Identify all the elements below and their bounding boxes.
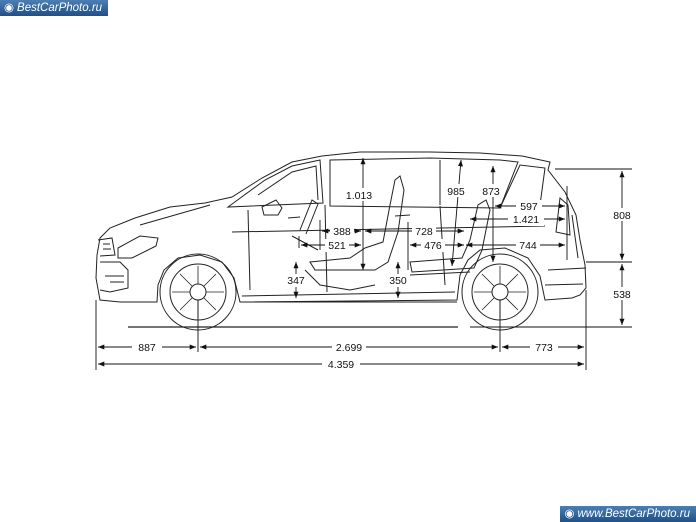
camera-icon: ◉ <box>4 2 15 14</box>
label-front-seat-depth: 521 <box>328 240 346 252</box>
watermark-top-text: BestCarPhoto.ru <box>17 2 103 14</box>
label-front-seat-to-pedal: 388 <box>333 226 351 238</box>
rear-window <box>329 157 519 209</box>
label-rear-legroom: 728 <box>415 226 433 238</box>
label-cargo-length-seat-back: 1.421 <box>513 214 539 226</box>
label-rear-seat-depth: 476 <box>424 240 442 252</box>
front-window <box>226 159 324 208</box>
side-mirror <box>261 199 283 216</box>
label-front-headroom: 1.013 <box>346 190 372 202</box>
label-overall-length: 4.359 <box>328 359 354 371</box>
watermark-bottom: ◉www.BestCarPhoto.ru <box>560 506 696 522</box>
label-rear-seat-height: 350 <box>389 275 407 287</box>
watermark-bottom-text: www.BestCarPhoto.ru <box>577 508 691 520</box>
label-front-overhang: 887 <box>138 342 156 354</box>
dimension-labels: 887 2.699 773 4.359 808 538 1.013 985 87… <box>132 184 636 371</box>
rear-seat <box>409 199 491 273</box>
label-wheel-centre-height: 538 <box>613 289 631 301</box>
label-body-height: 808 <box>613 210 631 222</box>
label-rear-overhang: 773 <box>535 342 553 354</box>
label-cargo-floor-length: 744 <box>519 240 537 252</box>
watermark-top: ◉BestCarPhoto.ru <box>0 0 109 16</box>
label-wheelbase: 2.699 <box>336 342 362 354</box>
label-front-seat-height: 347 <box>287 275 305 287</box>
rear-wheel <box>461 253 539 331</box>
camera-icon: ◉ <box>564 508 575 520</box>
label-rear-headroom: 985 <box>447 186 465 198</box>
label-cargo-height: 873 <box>482 186 500 198</box>
label-cargo-length-upper: 597 <box>520 201 538 213</box>
